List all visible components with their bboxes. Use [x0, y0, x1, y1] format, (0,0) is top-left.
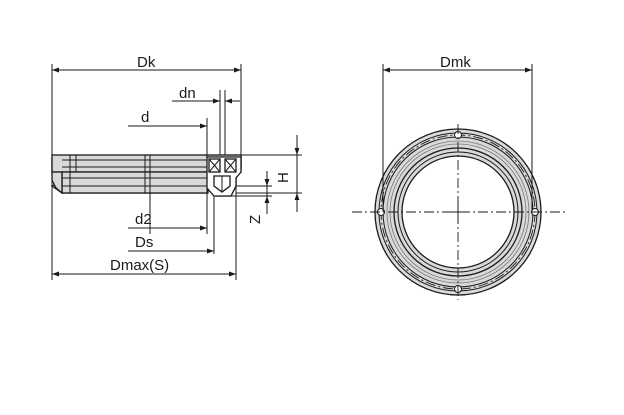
dmax-label: Dmax(S)	[110, 257, 170, 274]
side-view	[50, 64, 302, 280]
z-label: Z	[247, 214, 264, 224]
front-view	[352, 64, 565, 300]
dmk-label: Dmk	[440, 54, 471, 71]
d2-label: d2	[135, 211, 152, 228]
oring-section-b	[224, 158, 237, 173]
oring-section-a	[208, 158, 221, 173]
dk-label: Dk	[137, 54, 156, 71]
h-label: H	[275, 172, 292, 183]
seal-lower-band	[61, 171, 209, 194]
dn-label: dn	[179, 85, 196, 102]
d-label: d	[141, 109, 150, 126]
ds-label: Ds	[135, 234, 154, 251]
